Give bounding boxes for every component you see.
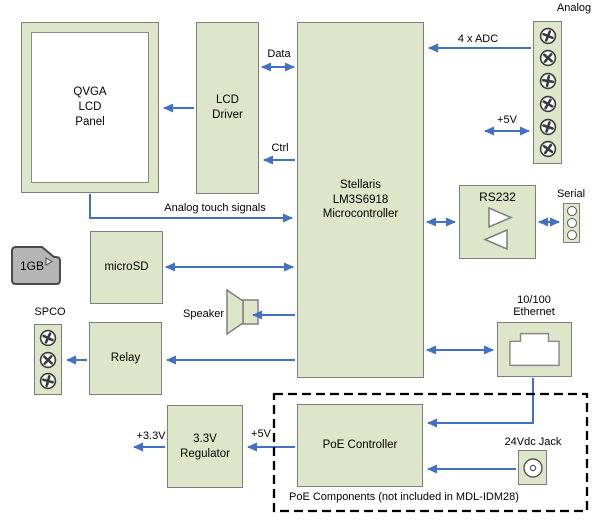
rs232-block: RS232 [459,185,536,259]
analog-connector-label: Analog [556,2,592,14]
qvga-label-line2: LCD [78,101,102,114]
screw-terminal-icon [539,118,556,135]
speaker-icon [226,288,259,336]
plus5v-top-label: +5V [497,114,517,126]
screw-terminal-icon [539,27,556,44]
regulator-line1: 3.3V [193,432,217,445]
screw-terminal-icon [539,50,556,67]
screw-terminal-icon [539,72,556,90]
regulator-line2: Regulator [180,447,230,460]
data-signal-label: Data [267,48,291,60]
barrel-jack-icon [522,457,543,478]
poe-controller-block: PoE Controller [297,404,423,487]
serial-pin-icon [566,230,577,240]
mcu-line2: LM3S6918 [332,193,389,206]
screw-terminal-icon [539,141,556,158]
wire-eth-to-poe [427,378,534,428]
spco-connector [34,324,62,395]
qvga-lcd-panel-block: QVGA LCD Panel [21,22,159,193]
microsd-block: microSD [90,231,163,304]
analog-connector [533,21,562,164]
rs232-buffer-triangles-icon [482,207,513,251]
lcd-driver-line2: Driver [212,109,243,121]
serial-pin-icon [566,218,577,228]
qvga-lcd-panel-screen: QVGA LCD Panel [31,32,149,183]
microsd-label: microSD [104,261,149,274]
relay-label: Relay [110,352,141,365]
plus5v-bottom-label: +5V [251,428,271,440]
dc-jack-label: 24Vdc Jack [504,436,562,448]
dc-jack [518,450,547,485]
rj45-socket-icon [509,332,560,367]
qvga-label-line1: QVGA [73,86,107,99]
serial-pin-icon [566,206,577,216]
ethernet-label: 10/100 Ethernet [513,294,555,318]
mcu-block: Stellaris LM3S6918 Microcontroller [297,22,424,378]
mcu-line1: Stellaris [340,178,381,191]
speaker-label: Speaker [183,308,224,320]
sd-card-capacity: 1GB [20,259,44,273]
ethernet-label-line1: 10/100 [517,294,551,306]
adc-signal-label: 4 x ADC [457,33,499,45]
rs232-label: RS232 [479,190,516,204]
ethernet-label-line2: Ethernet [513,306,555,319]
mcu-line3: Microcontroller [322,208,399,221]
qvga-label-line3: Panel [75,115,105,128]
screw-terminal-icon [39,329,57,346]
poe-controller-label: PoE Controller [322,439,398,452]
lcd-driver-line1: LCD [215,94,239,107]
poe-note-label: PoE Components (not included in MDL-IDM2… [289,491,519,503]
touch-signal-label: Analog touch signals [164,202,266,214]
plus33v-label: +3.3V [136,430,166,442]
serial-connector [563,203,580,243]
screw-terminal-icon [39,351,57,368]
ethernet-jack [497,322,572,377]
sd-card-icon: 1GB [11,246,61,285]
serial-connector-label: Serial [556,188,586,200]
screw-terminal-icon [39,373,57,390]
ctrl-signal-label: Ctrl [271,142,289,154]
screw-terminal-icon [539,95,556,113]
relay-block: Relay [89,322,162,395]
regulator-block: 3.3V Regulator [167,405,243,488]
lcd-driver-block: LCD Driver [196,22,259,194]
spco-connector-label: SPCO [34,306,66,318]
